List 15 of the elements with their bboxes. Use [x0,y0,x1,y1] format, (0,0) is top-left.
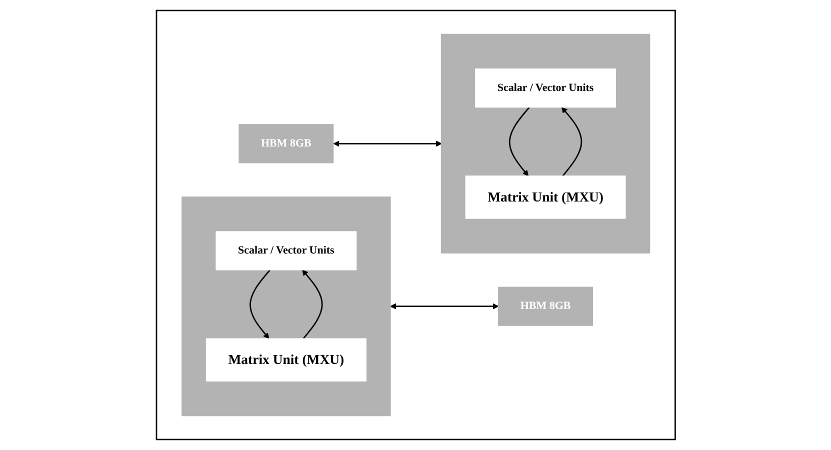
node-box: Matrix Unit (MXU) [206,338,366,382]
arrow [332,140,442,147]
cluster [181,196,390,416]
arrow [249,270,270,339]
node-box: HBM 8GB [498,286,593,326]
node-box: Matrix Unit (MXU) [464,176,626,219]
node-box: Scalar / Vector Units [474,68,616,108]
cluster [155,10,676,440]
cluster [440,34,650,254]
arrow [302,270,322,340]
arrow [508,106,530,176]
arrow [561,107,582,176]
node-box: Scalar / Vector Units [215,231,356,270]
arrow [390,303,498,310]
node-box: HBM 8GB [238,124,334,164]
